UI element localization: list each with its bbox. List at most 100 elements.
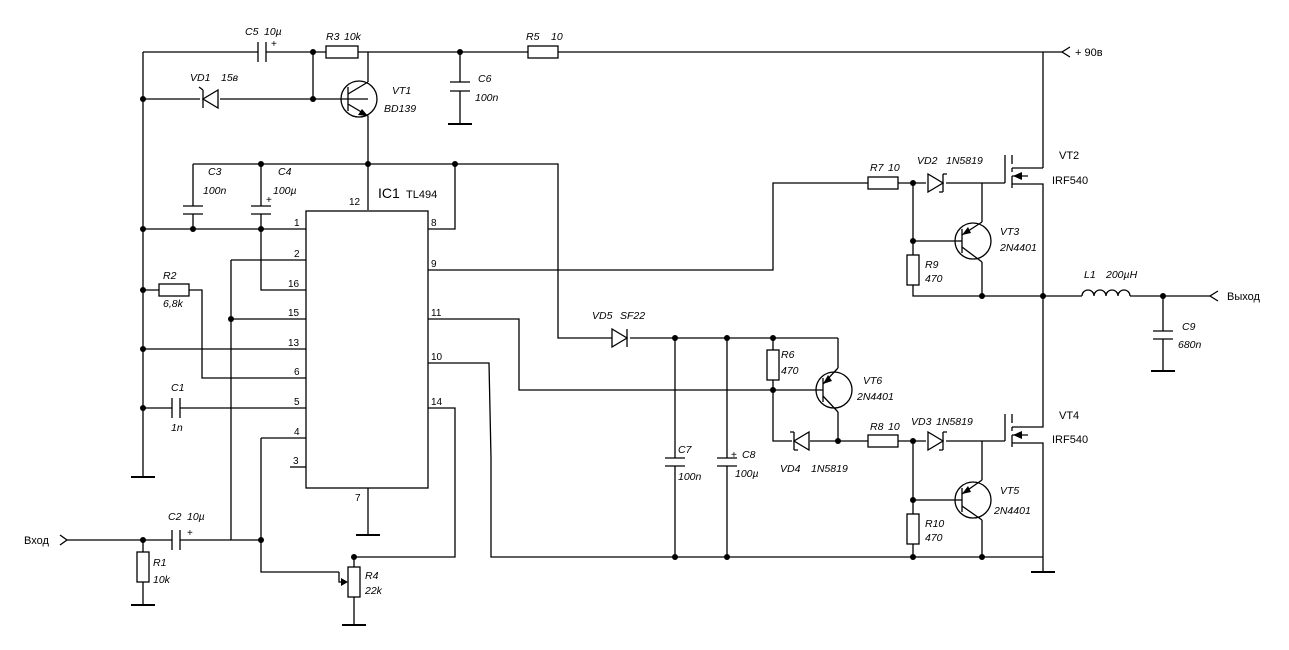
- resistors: [136, 45, 920, 598]
- ports: + 90в Вход Выход: [24, 46, 1260, 547]
- diode-vd3: [927, 430, 947, 452]
- components-vd1-value-label: 15в: [221, 72, 239, 84]
- output-label: Выход: [1227, 291, 1260, 303]
- supply-label: + 90в: [1075, 47, 1103, 59]
- components-c8-value-label: 100µ: [735, 468, 759, 480]
- components-r5-value-label: 10: [551, 31, 563, 43]
- transistor-vt1: [340, 70, 378, 128]
- ic-pins-p6-label: 6: [294, 367, 300, 378]
- resistor-r9: [906, 254, 920, 286]
- components-vd1-ref-label: VD1: [190, 72, 210, 84]
- components-vt3-value-label: 2N4401: [999, 242, 1037, 254]
- components-c4-ref-label: C4: [278, 166, 292, 178]
- components-c2-ref-label: C2: [168, 511, 182, 523]
- components-r5-ref-label: R5: [526, 31, 540, 43]
- components-r7-ref-label: R7: [870, 162, 885, 174]
- resistor-r5: [527, 45, 559, 59]
- input-label: Вход: [24, 535, 49, 547]
- capacitor-c1: [171, 398, 181, 418]
- components-vt4-value-label: IRF540: [1052, 434, 1088, 446]
- components-r2-value-label: 6,8k: [163, 298, 184, 310]
- transistor-vt2: [1004, 155, 1028, 188]
- ic1-tl494: IC1 TL494 1 2 3 4 5 6 7 8 9 10 11 12 13 …: [288, 185, 443, 504]
- components-r10-value-label: 470: [925, 532, 943, 544]
- components-c8-ref-label: C8: [742, 449, 756, 461]
- components-c6-value-label: 100n: [475, 92, 499, 104]
- components-r9-ref-label: R9: [925, 259, 939, 271]
- plus-label: +: [266, 195, 272, 206]
- components-c5-value-label: 10µ: [264, 26, 282, 38]
- components-r9-value-label: 470: [925, 273, 943, 285]
- ic1-ref: IC1: [378, 185, 400, 201]
- ic-pins-p10-label: 10: [431, 352, 443, 363]
- components-c7-value-label: 100n: [678, 471, 702, 483]
- transistor-vt6: [815, 367, 853, 413]
- components-c6-ref-label: C6: [478, 73, 492, 85]
- plus-label: +: [731, 450, 737, 461]
- components-vd5-ref-label: VD5: [592, 310, 613, 322]
- components-vd2-ref-label: VD2: [917, 155, 938, 167]
- ic-pins-p9-label: 9: [431, 259, 437, 270]
- ic-pins-p15-label: 15: [288, 308, 300, 319]
- diode-vd1: [198, 86, 219, 110]
- ic-pins-p8-label: 8: [431, 218, 437, 229]
- capacitor-c9: [1153, 330, 1173, 340]
- capacitor-c2: [171, 530, 181, 550]
- components-r1-value-label: 10k: [153, 574, 171, 586]
- components-c7-ref-label: C7: [678, 444, 693, 456]
- components-vt2-value-label: IRF540: [1052, 175, 1088, 187]
- components-l1-value-label: 200µH: [1105, 269, 1138, 281]
- components-c4-value-label: 100µ: [273, 185, 297, 197]
- junctions: [140, 49, 1166, 560]
- ic-pins-p13-label: 13: [288, 338, 300, 349]
- resistor-r4: [347, 566, 361, 598]
- components-vt6-ref-label: VT6: [863, 375, 882, 387]
- components-c3-ref-label: C3: [208, 166, 222, 178]
- ic-pins-p12-label: 12: [349, 197, 361, 208]
- diode-vd2: [927, 172, 947, 194]
- resistor-r10: [906, 513, 920, 545]
- components-vd4-value-label: 1N5819: [811, 463, 848, 475]
- components-r6-ref-label: R6: [781, 349, 795, 361]
- plus-label: +: [271, 39, 277, 50]
- components-l1-ref-label: L1: [1084, 269, 1096, 281]
- ic-pins-p3-label: 3: [293, 456, 299, 467]
- resistor-r8: [867, 434, 899, 448]
- ic-pins-p16-label: 16: [288, 279, 300, 290]
- inductor-l1: [1081, 289, 1131, 297]
- capacitor-c8: [717, 457, 737, 467]
- ic-pins-p11-label: 11: [431, 308, 442, 319]
- ic-pins-p1-label: 1: [294, 218, 300, 229]
- diodes: [198, 86, 947, 452]
- components-vd2-value-label: 1N5819: [946, 155, 983, 167]
- capacitor-c4: [251, 205, 271, 215]
- components-r10-ref-label: R10: [925, 518, 944, 530]
- ground-symbols: [131, 123, 1175, 626]
- components-c1-ref-label: C1: [171, 382, 184, 394]
- plus-label: +: [187, 528, 193, 539]
- ic-pins-p5-label: 5: [294, 397, 300, 408]
- transistor-vt4: [1004, 414, 1028, 447]
- ic-pins-p4-label: 4: [294, 427, 300, 438]
- components-c1-value-label: 1n: [171, 422, 183, 434]
- components-vt1-ref-label: VT1: [392, 85, 411, 97]
- components-r4-ref-label: R4: [365, 570, 379, 582]
- components-vd3-value-label: 1N5819: [936, 416, 973, 428]
- components-c9-value-label: 680n: [1178, 339, 1202, 351]
- transistor-vt5: [954, 479, 992, 521]
- components-vt2-ref-label: VT2: [1059, 150, 1079, 162]
- components-r3-value-label: 10k: [344, 31, 362, 43]
- resistor-r6: [766, 349, 780, 381]
- components-r8-ref-label: R8: [870, 421, 884, 433]
- resistor-r1: [136, 551, 150, 583]
- components-vd5-value-label: SF22: [620, 310, 645, 322]
- capacitor-c5: [257, 42, 267, 62]
- components-r3-ref-label: R3: [326, 31, 340, 43]
- capacitor-c7: [665, 457, 685, 467]
- components-r6-value-label: 470: [781, 365, 799, 377]
- resistor-r2: [158, 283, 190, 297]
- diode-vd4: [790, 430, 810, 452]
- capacitors: + + + +: [171, 39, 1173, 550]
- components-c3-value-label: 100n: [203, 185, 227, 197]
